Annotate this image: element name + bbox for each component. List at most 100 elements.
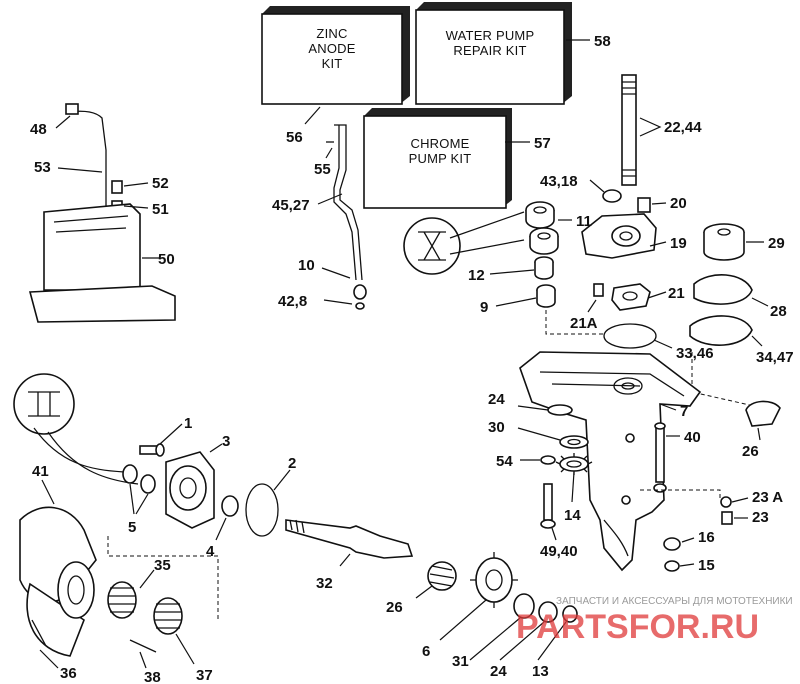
bearing-4 [221, 495, 239, 517]
screw-20 [637, 197, 651, 213]
callout-36: 36 [60, 665, 77, 682]
leader-56 [304, 106, 321, 125]
leader-26 [415, 585, 433, 599]
callout-41: 41 [32, 463, 49, 480]
propeller-shaft-32 [285, 519, 414, 559]
callout-10: 10 [298, 257, 315, 274]
watermark: ЗАПЧАСТИ И АКСЕССУАРЫ ДЛЯ МОТОТЕХНИКИ PA… [516, 596, 793, 646]
grommet-43-18 [602, 189, 622, 203]
leader-32 [339, 553, 351, 567]
o-ring-42-8 [355, 302, 365, 310]
callout-55: 55 [314, 161, 331, 178]
leader-28 [751, 297, 769, 307]
washer-24b [538, 601, 558, 623]
callout-30: 30 [488, 419, 505, 436]
leader-26-right [757, 427, 761, 441]
chrome-pump-kit-box: CHROME PUMP KIT [363, 108, 512, 209]
leader-22-44 [639, 117, 662, 137]
callout-9: 9 [480, 299, 488, 316]
seal-detail-inset [403, 211, 525, 275]
leader-49-40 [551, 527, 557, 541]
leader-24a [517, 405, 549, 411]
leader-2 [273, 469, 291, 491]
leader-45-27 [317, 193, 343, 205]
pin-21A [593, 283, 604, 297]
plug-15 [664, 560, 680, 572]
screw-1 [139, 443, 165, 457]
drive-shaft-22-44 [621, 74, 637, 186]
shift-rod-45-27 [334, 124, 363, 281]
leader-21A [587, 299, 597, 313]
callout-52: 52 [152, 175, 169, 192]
callout-labels: 58 56 57 48 53 52 51 50 55 45,27 10 42,8… [30, 33, 794, 684]
leader-16 [681, 537, 695, 543]
callout-4: 4 [206, 543, 215, 560]
callout-16: 16 [698, 529, 715, 546]
seals-11 [525, 201, 559, 255]
callout-6: 6 [422, 643, 430, 660]
callout-21A: 21A [570, 315, 598, 332]
watermark-tagline: ЗАПЧАСТИ И АКСЕССУАРЫ ДЛЯ МОТОТЕХНИКИ [556, 596, 793, 607]
callout-57: 57 [534, 135, 551, 152]
plug-16 [663, 537, 681, 551]
leader-34-47 [751, 335, 763, 347]
leader-9 [495, 297, 537, 307]
callout-20: 20 [670, 195, 687, 212]
spline-adapter-37 [153, 597, 183, 635]
leader-35 [139, 569, 155, 589]
cover-26-right [745, 400, 781, 427]
callout-23A: 23 A [752, 489, 783, 506]
leader-6 [439, 599, 487, 641]
plate-28 [693, 274, 753, 305]
leader-48 [55, 115, 71, 129]
pinion-gear-14 [555, 453, 593, 475]
callout-26-right: 26 [742, 443, 759, 460]
seal-42-8 [353, 284, 367, 300]
water-pump-kit-line-1: WATER PUMP [446, 28, 535, 43]
leader-51 [123, 205, 149, 209]
leader-1 [159, 423, 183, 445]
washer-24a [547, 404, 573, 416]
bushing-9 [536, 284, 556, 308]
callout-56: 56 [286, 129, 303, 146]
callout-2: 2 [288, 455, 296, 472]
leader-30 [517, 427, 561, 441]
callout-7: 7 [680, 403, 688, 420]
shift-rod-45-27-outline [333, 125, 357, 281]
leader-20 [651, 202, 667, 205]
callout-24a: 24 [488, 391, 505, 408]
o-ring-33-46 [603, 323, 657, 349]
callout-22-44: 22,44 [664, 119, 702, 136]
callout-31: 31 [452, 653, 469, 670]
callout-37: 37 [196, 667, 213, 684]
leader-43-18 [589, 179, 605, 193]
callout-50: 50 [158, 251, 175, 268]
callout-34-47: 34,47 [756, 349, 794, 366]
leader-33-46 [653, 339, 673, 349]
callout-53: 53 [34, 159, 51, 176]
bearing-31 [513, 593, 535, 619]
watermark-logo: PARTSFOR.RU [516, 608, 759, 646]
cover-50-base [28, 285, 176, 323]
leader-14 [571, 471, 575, 503]
callout-38: 38 [144, 669, 161, 684]
leader-37 [175, 633, 195, 665]
leader-19 [649, 241, 667, 247]
bearing-carrier-3 [165, 451, 215, 529]
leader-52 [123, 182, 149, 187]
leader-53 [57, 167, 103, 173]
water-pump-kit-line-2: REPAIR KIT [453, 43, 526, 58]
seals-5 [122, 464, 156, 494]
cover-50 [43, 203, 141, 291]
callout-24b: 24 [490, 663, 507, 680]
pin-38 [129, 639, 157, 653]
propeller-41 [19, 506, 97, 657]
callout-5: 5 [128, 519, 136, 536]
callout-29: 29 [768, 235, 785, 252]
callout-40: 40 [684, 429, 701, 446]
grommet-52 [111, 180, 123, 194]
screw-40 [653, 422, 667, 493]
bushing-13 [562, 605, 578, 623]
callout-35: 35 [154, 557, 171, 574]
